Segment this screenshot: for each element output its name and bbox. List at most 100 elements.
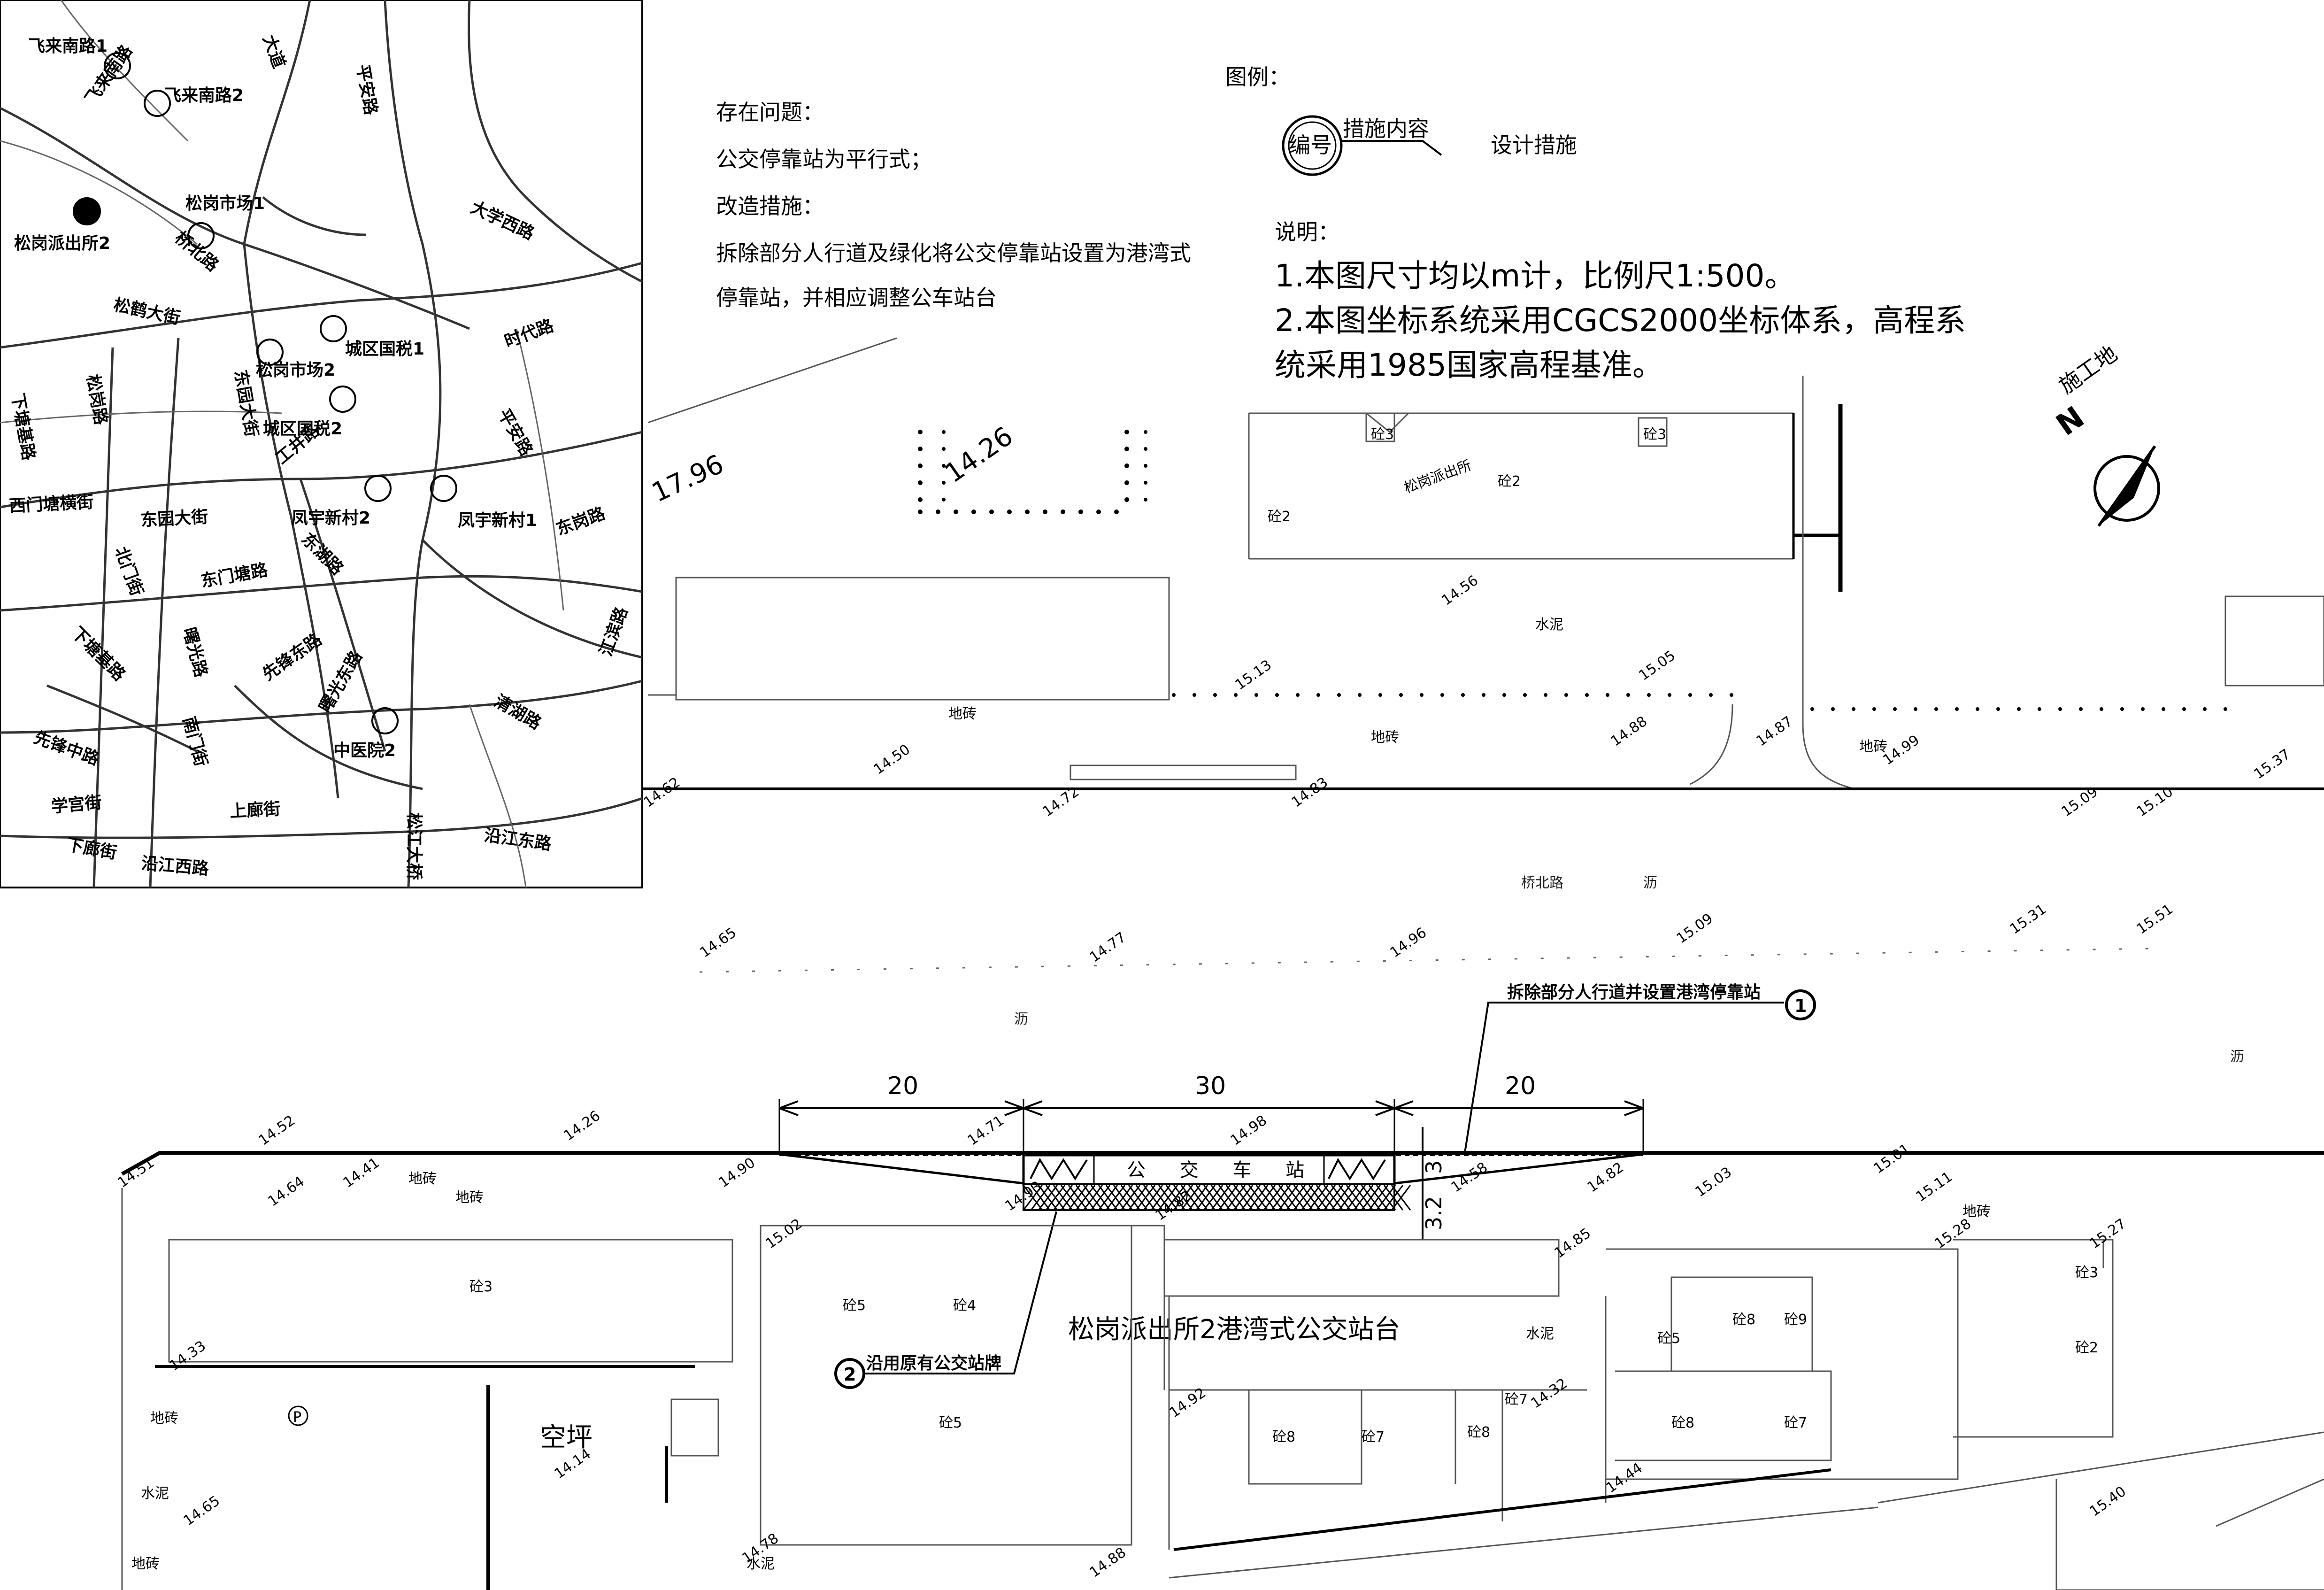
map-label-police-2: 松岗派出所2 xyxy=(14,234,110,253)
bldg-14: 砼8 xyxy=(1732,1312,1755,1328)
legend-block: 图例： 编号 措施内容 设计措施 xyxy=(1225,64,1577,176)
elev-2: 14.56 xyxy=(1439,572,1481,609)
stop-feilainanlu-2 xyxy=(144,90,171,117)
surface-cement-1: 水泥 xyxy=(1535,617,1563,633)
elev-17: 14.96 xyxy=(1387,925,1430,961)
map-label-hospital-2: 中医院2 xyxy=(333,741,396,760)
fence-dot xyxy=(1647,693,1651,697)
bldg-2: 砼3 xyxy=(1371,426,1394,443)
fence-dot xyxy=(1124,480,1129,485)
elev-14: 15.37 xyxy=(2251,746,2293,783)
elev-4: 15.05 xyxy=(1636,648,1678,684)
surface-brick-8: 地砖 xyxy=(131,1556,160,1572)
bldg-11: 砼8 xyxy=(1467,1424,1490,1441)
fence-dot xyxy=(1124,447,1129,451)
road-surface-1: 沥 xyxy=(1643,875,1657,891)
surface-brick-4: 地砖 xyxy=(408,1171,437,1187)
fence-dot xyxy=(1172,693,1176,697)
bldg-7: 砼4 xyxy=(953,1297,976,1314)
map-label-fengyu-1: 凤宇新村1 xyxy=(458,511,537,530)
bldg-19: 砼3 xyxy=(2075,1265,2098,1281)
bldg-5: 砼3 xyxy=(469,1279,493,1295)
stop-feilainanlu-1 xyxy=(104,52,131,79)
elev-39: 15.27 xyxy=(2087,1216,2129,1252)
elev-35: 15.11 xyxy=(1913,1169,1955,1205)
fence-dot xyxy=(1914,707,1917,711)
fence-dot xyxy=(1337,693,1341,697)
fence-dot xyxy=(1523,693,1527,697)
bldg-9: 砼8 xyxy=(1272,1429,1295,1445)
road-surface-2: 沥 xyxy=(1014,1011,1028,1027)
fence-dot xyxy=(1893,707,1897,711)
fence-dot xyxy=(1606,693,1609,697)
fence-dot xyxy=(1144,464,1147,468)
surface-brick-2: 地砖 xyxy=(1371,729,1399,746)
fence-dot xyxy=(1025,509,1030,514)
street-shanglang: 上廊街 xyxy=(229,799,281,821)
fence-dot xyxy=(1688,693,1692,697)
fence-dot xyxy=(1144,481,1147,485)
bldg-4: 砼2 xyxy=(1498,473,1521,490)
fence-dot xyxy=(1234,693,1238,697)
fence-dot xyxy=(1124,430,1129,434)
bldg-1: 砼2 xyxy=(1268,509,1291,525)
south-buildings xyxy=(121,1188,2324,1590)
fence-dot xyxy=(1420,693,1424,697)
legend-badge: 编号 xyxy=(1289,132,1332,158)
fence-dot xyxy=(989,509,994,514)
elev-48: 15.40 xyxy=(2087,1483,2129,1520)
fence-dot xyxy=(1544,693,1547,697)
fence-dot xyxy=(936,509,940,514)
legend-meaning: 设计措施 xyxy=(1491,132,1577,158)
elev-9: 14.62 xyxy=(641,774,683,811)
dim-offset-lower: 3.2 xyxy=(1421,1196,1447,1230)
fence-dot xyxy=(2182,707,2186,711)
fence-dot xyxy=(1078,509,1083,514)
bldg-12: 砼7 xyxy=(1505,1391,1528,1408)
fence-dot xyxy=(954,509,958,514)
fence-dot xyxy=(1564,693,1568,697)
elev-40: 14.33 xyxy=(167,1338,209,1374)
elev-47: 14.88 xyxy=(1087,1544,1129,1581)
surface-cement-2: 水泥 xyxy=(141,1485,169,1502)
elev-8: 14.50 xyxy=(871,741,913,778)
fence-dot xyxy=(1124,497,1129,502)
bldg-10: 砼7 xyxy=(1362,1429,1385,1445)
fence-dot xyxy=(1316,693,1320,697)
parking-sign: P xyxy=(288,1405,308,1426)
map-label-feilai-1: 飞来南路1 xyxy=(28,37,108,56)
map-label-fengyu-2: 凤宇新村2 xyxy=(291,509,370,528)
fence-dot xyxy=(1482,693,1485,697)
fence-dot xyxy=(918,497,923,502)
fence-dot xyxy=(1934,707,1938,711)
street-songjiang-bridge: 松江大桥 xyxy=(404,812,423,880)
elev-37: 14.85 xyxy=(1552,1225,1594,1262)
fence-dot xyxy=(1193,693,1196,697)
notes-block: 存在问题： 公交停靠站为平行式； 改造措施： 拆除部分人行道及绿化将公交停靠站设… xyxy=(716,100,1191,310)
fence-dot xyxy=(1378,693,1382,697)
fence-dot xyxy=(942,447,946,451)
elev-0: 17.96 xyxy=(647,449,728,509)
open-area-label: 空坪 xyxy=(540,1422,593,1453)
bldg-16: 砼8 xyxy=(1671,1415,1694,1431)
bldg-15: 砼9 xyxy=(1784,1312,1807,1328)
fence-dot xyxy=(1275,693,1279,697)
elev-36: 15.02 xyxy=(763,1216,805,1252)
surface-brick-6: 地砖 xyxy=(1962,1204,1991,1220)
dim-left: 20 xyxy=(887,1072,918,1100)
fence-dot xyxy=(918,509,923,514)
stop-chengqu-tax-2 xyxy=(329,386,356,413)
elev-1: 14.26 xyxy=(939,421,1019,489)
problem-text: 公交停靠站为平行式； xyxy=(716,147,932,172)
bus-stop-points xyxy=(73,52,457,734)
elev-5: 14.88 xyxy=(1608,713,1650,750)
elev-19: 15.31 xyxy=(2007,901,2049,938)
elev-6: 14.87 xyxy=(1754,713,1796,750)
fence-dot xyxy=(1709,693,1713,697)
bldg-6: 砼5 xyxy=(843,1297,866,1314)
surface-brick-3: 地砖 xyxy=(1859,739,1887,755)
map-label-tax-1: 城区国税1 xyxy=(345,340,424,359)
platform-label: 公 交 车 站 xyxy=(1127,1159,1318,1181)
fence-dot xyxy=(918,447,923,451)
fence-dot xyxy=(2162,707,2165,711)
